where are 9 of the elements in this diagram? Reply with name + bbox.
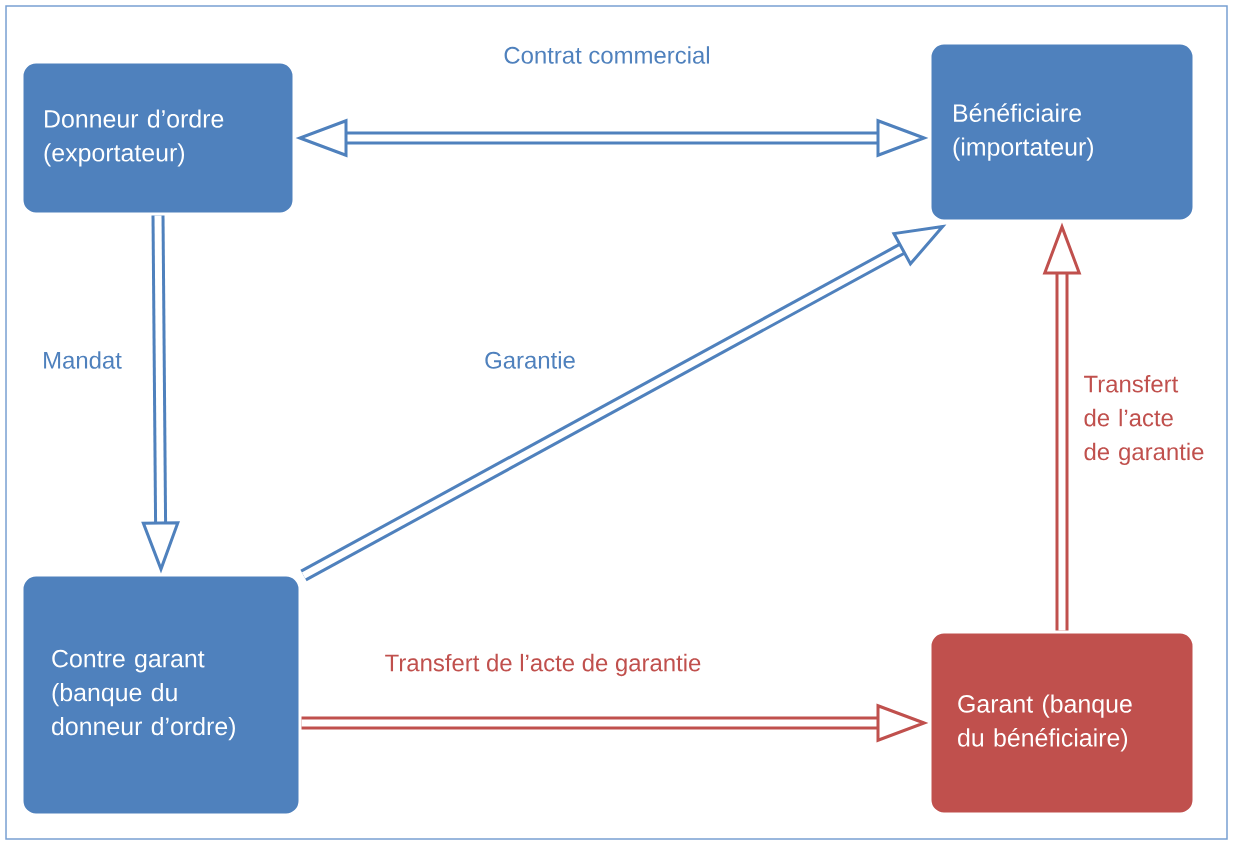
edge-label: Transfert de l’acte de garantie — [385, 653, 701, 677]
process-box: Contre garant (banque du donneur d’ordre) — [20, 573, 302, 817]
process-box: Donneur d’ordre (exportateur) — [20, 60, 296, 216]
edge-label: Transfert de l’acte de garantie — [1084, 375, 1204, 465]
process-box: Garant (banque du bénéficiaire) — [928, 630, 1196, 816]
edge-label: Garantie — [485, 351, 575, 369]
edge-label: Mandat — [44, 351, 122, 369]
process-box: Bénéficiaire (importateur) — [928, 41, 1196, 223]
edge-label: Contrat commercial — [504, 46, 709, 64]
